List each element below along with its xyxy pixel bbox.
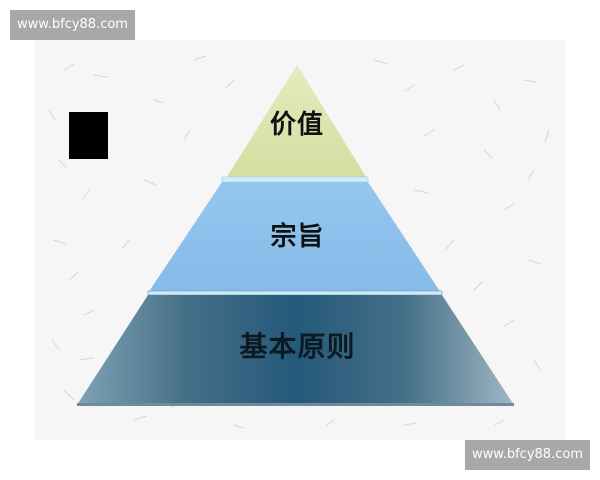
pyramid-level-middle bbox=[148, 182, 441, 293]
pyramid-level-bottom bbox=[77, 295, 514, 405]
pyramid-label-middle: 宗旨 bbox=[270, 222, 325, 252]
pyramid-level-top bbox=[225, 65, 368, 180]
black-square bbox=[69, 112, 108, 159]
divider-middle bbox=[147, 290, 443, 296]
base-edge bbox=[77, 403, 514, 406]
pyramid-label-top: 价值 bbox=[269, 110, 324, 140]
pyramid-label-bottom: 基本原则 bbox=[239, 330, 356, 363]
watermark-top-left: www.bfcy88.com bbox=[10, 10, 135, 40]
watermark-bottom-right: www.bfcy88.com bbox=[465, 440, 590, 470]
divider-top bbox=[221, 176, 369, 183]
